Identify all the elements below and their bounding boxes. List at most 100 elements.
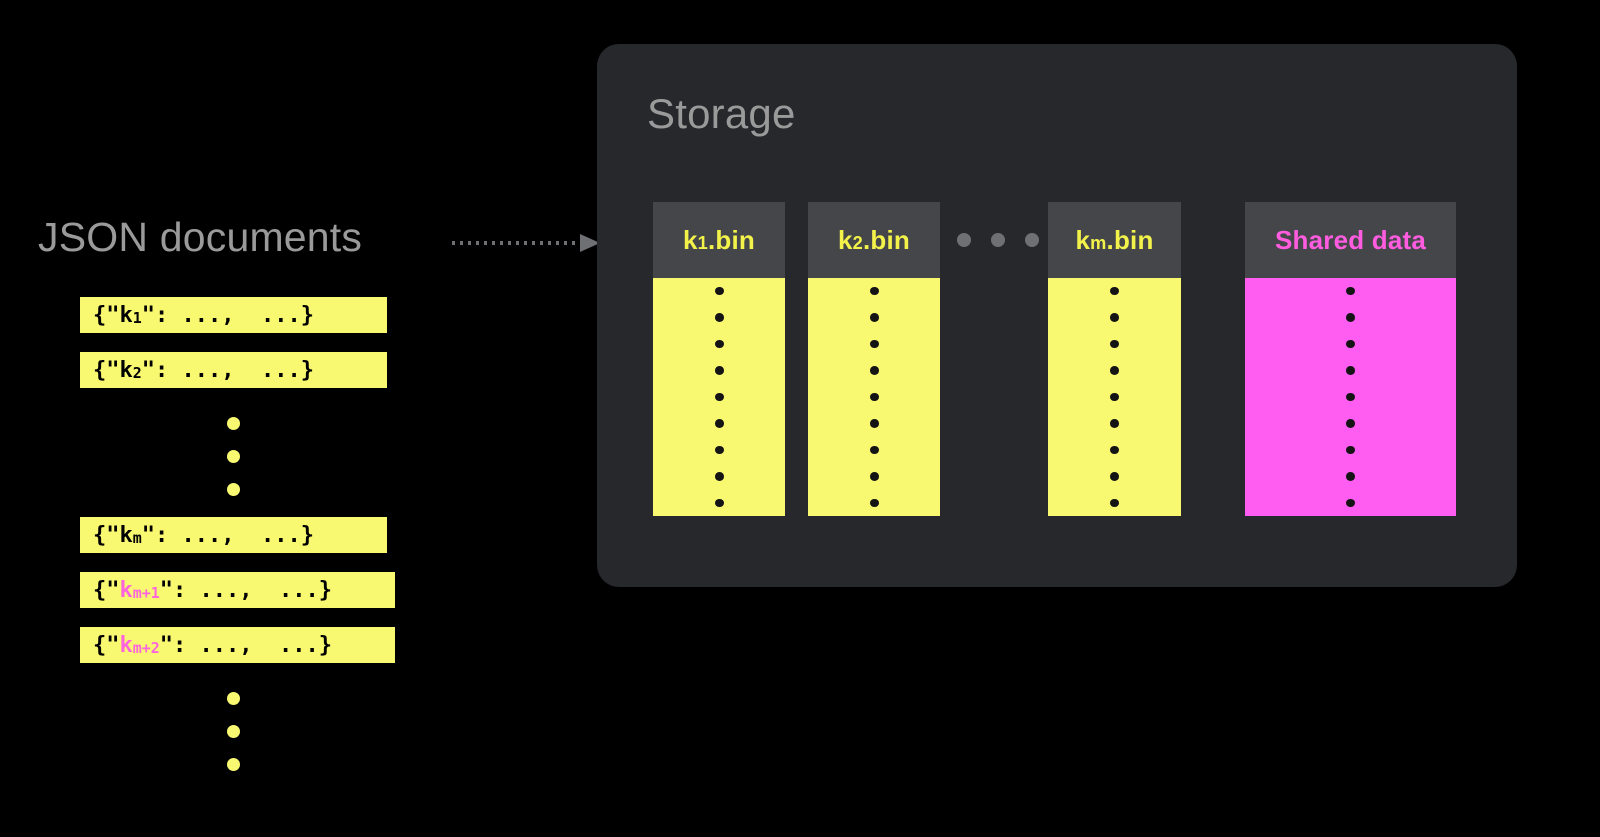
record-dot: [1110, 419, 1119, 428]
ellipsis-dot: [227, 692, 240, 705]
json-documents-title: JSON documents: [38, 214, 363, 260]
record-dot: [869, 498, 879, 507]
doc-suffix: ": ..., ...}: [159, 577, 332, 603]
record-dot: [1346, 313, 1355, 322]
doc-suffix: ": ..., ...}: [141, 522, 314, 548]
bin-label: k: [682, 224, 698, 255]
record-dot: [714, 339, 724, 349]
doc-suffix: ": ..., ...}: [141, 302, 314, 328]
ellipsis-dot: [227, 417, 240, 430]
ellipsis-dot: [991, 233, 1005, 247]
doc-key-subscript: m: [132, 529, 142, 548]
record-dot: [1110, 366, 1119, 375]
record-dot: [714, 313, 724, 322]
arrow-head: [580, 234, 600, 252]
record-dot: [869, 419, 879, 428]
record-dot: [1110, 287, 1119, 296]
storage-bin-shared-data[interactable]: Shared data: [1245, 202, 1456, 516]
record-dot: [1346, 366, 1355, 375]
bin-label-subscript: 1: [697, 233, 708, 254]
ellipsis-dot: [957, 233, 971, 247]
storage-bins-ellipsis: [957, 233, 1039, 247]
bin-label-suffix: .bin: [862, 224, 910, 255]
record-dot: [1346, 445, 1355, 455]
doc-key-subscript: m+2: [132, 639, 160, 658]
record-dot: [1346, 287, 1355, 296]
ellipsis-dot: [1025, 233, 1039, 247]
record-dot: [869, 313, 879, 322]
record-dot: [869, 392, 879, 402]
storage-bin-k2-body: [808, 278, 940, 516]
record-dot: [869, 339, 879, 349]
record-dot: [869, 287, 879, 296]
record-dot: [869, 366, 879, 375]
doc-key-subscript: m+1: [132, 584, 160, 603]
bin-label: k: [837, 224, 853, 255]
dotted-arrow-right-icon: [452, 234, 600, 252]
doc-key: k: [119, 357, 133, 383]
record-dot: [1110, 498, 1119, 507]
bin-label: k: [1075, 224, 1091, 255]
ellipsis-dot: [227, 758, 240, 771]
documents-vertical-ellipsis-middle: [80, 407, 387, 506]
record-dot: [714, 366, 724, 375]
doc-key: k: [119, 577, 133, 603]
record-dot: [1346, 498, 1355, 507]
doc-key-subscript: 2: [132, 364, 142, 383]
record-dot: [869, 472, 879, 481]
bin-label-subscript: 2: [852, 233, 863, 254]
bin-label-suffix: .bin: [1106, 224, 1154, 255]
doc-key: k: [119, 632, 133, 658]
record-dot: [869, 445, 879, 455]
record-dot: [1110, 339, 1119, 349]
record-dot: [1110, 392, 1119, 402]
record-dot: [1346, 419, 1355, 428]
doc-key-subscript: 1: [132, 309, 142, 328]
doc-key: k: [119, 522, 133, 548]
doc-suffix: ": ..., ...}: [159, 632, 332, 658]
storage-title: Storage: [647, 90, 796, 137]
storage-bin-shared-data-body: [1245, 278, 1456, 516]
record-dot: [1110, 472, 1119, 481]
ellipsis-dot: [227, 450, 240, 463]
record-dot: [1346, 392, 1355, 402]
record-dot: [714, 287, 724, 296]
record-dot: [1110, 313, 1119, 322]
bin-label: Shared data: [1274, 224, 1427, 255]
storage-bin-shared-data-header: Shared data: [1245, 202, 1456, 278]
record-dot: [1346, 472, 1355, 481]
record-dot: [714, 472, 724, 481]
bin-label-subscript: m: [1090, 233, 1107, 254]
documents-vertical-ellipsis-bottom: [80, 682, 387, 781]
doc-prefix: {": [93, 302, 120, 328]
doc-prefix: {": [93, 632, 120, 658]
storage-bin-k1-body: [653, 278, 785, 516]
doc-prefix: {": [93, 522, 120, 548]
record-dot: [1110, 445, 1119, 455]
record-dot: [1346, 339, 1355, 349]
doc-suffix: ": ..., ...}: [141, 357, 314, 383]
doc-prefix: {": [93, 357, 120, 383]
doc-prefix: {": [93, 577, 120, 603]
storage-bin-km-body: [1048, 278, 1181, 516]
doc-key: k: [119, 302, 133, 328]
record-dot: [714, 419, 724, 428]
record-dot: [714, 392, 724, 402]
record-dot: [714, 498, 724, 507]
ellipsis-dot: [227, 483, 240, 496]
record-dot: [714, 445, 724, 455]
bin-label-suffix: .bin: [707, 224, 755, 255]
